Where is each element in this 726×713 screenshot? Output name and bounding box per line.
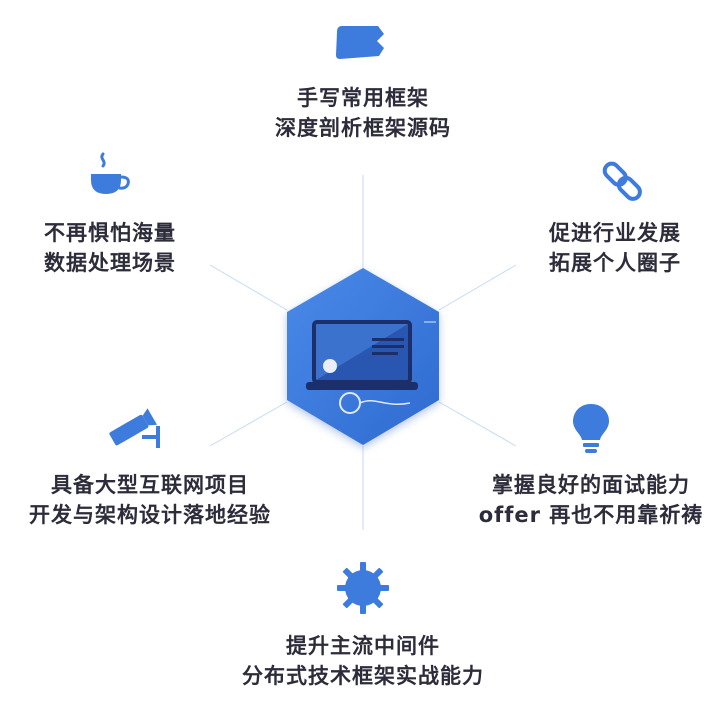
connector-lower-left xyxy=(209,401,288,447)
feature-bottom-line2: 分布式技术框架实战能力 xyxy=(242,664,484,688)
feature-top-line2: 深度剖析框架源码 xyxy=(275,116,451,140)
feature-bottom-line1: 提升主流中间件 xyxy=(286,634,440,658)
coffee-cup-icon xyxy=(91,152,130,194)
feature-upper-left-line2: 数据处理场景 xyxy=(44,251,176,275)
feature-top: 手写常用框架 深度剖析框架源码 xyxy=(253,83,473,143)
laptop-icon xyxy=(306,320,436,414)
browser-tab-icon xyxy=(336,26,384,59)
feature-upper-right-line1: 促进行业发展 xyxy=(549,221,681,245)
security-camera-icon xyxy=(109,408,160,448)
feature-top-line1: 手写常用框架 xyxy=(297,86,429,110)
connector-lower-right xyxy=(438,401,517,447)
feature-lower-left-line2: 开发与架构设计落地经验 xyxy=(29,503,271,527)
feature-upper-right-line2: 拓展个人圈子 xyxy=(549,251,681,275)
feature-lower-left: 具备大型互联网项目 开发与架构设计落地经验 xyxy=(10,470,290,530)
connector-upper-right xyxy=(438,264,517,311)
feature-upper-right: 促进行业发展 拓展个人圈子 xyxy=(525,218,705,278)
feature-lower-right-line1: 掌握良好的面试能力 xyxy=(492,473,690,497)
connector-upper-left xyxy=(209,264,288,311)
feature-bottom: 提升主流中间件 分布式技术框架实战能力 xyxy=(213,631,513,691)
feature-lower-right: 掌握良好的面试能力 offer 再也不用靠祈祷 xyxy=(466,470,716,530)
chain-link-icon xyxy=(602,161,642,201)
feature-upper-left-line1: 不再惧怕海量 xyxy=(44,221,176,245)
feature-lower-right-line2: offer 再也不用靠祈祷 xyxy=(478,503,704,527)
feature-upper-left: 不再惧怕海量 数据处理场景 xyxy=(20,218,200,278)
gear-icon xyxy=(337,562,389,614)
feature-lower-left-line1: 具备大型互联网项目 xyxy=(51,473,249,497)
light-bulb-icon xyxy=(573,404,609,453)
